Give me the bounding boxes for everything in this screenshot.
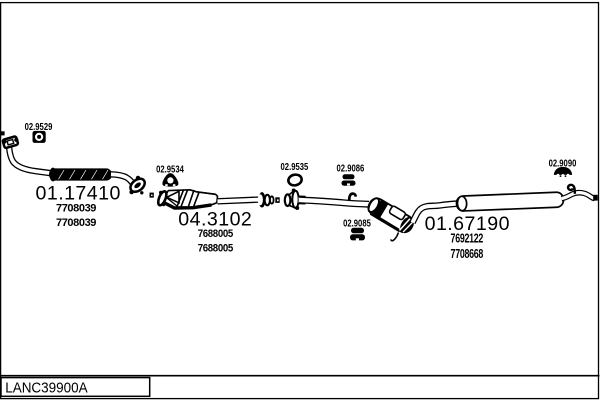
svg-text:02.9086: 02.9086	[337, 162, 365, 173]
svg-text:LANC39900A: LANC39900A	[5, 380, 88, 397]
svg-text:02.9529: 02.9529	[25, 121, 53, 132]
svg-text:7708039: 7708039	[56, 203, 96, 215]
svg-text:01.17410: 01.17410	[36, 182, 121, 204]
svg-text:04.3102: 04.3102	[178, 208, 252, 230]
svg-text:01.67190: 01.67190	[425, 213, 510, 235]
svg-text:7708039: 7708039	[56, 217, 96, 229]
svg-text:7692122: 7692122	[451, 232, 484, 246]
svg-text:02.9090: 02.9090	[549, 157, 577, 168]
svg-text:7688005: 7688005	[198, 243, 234, 255]
svg-text:7708668: 7708668	[451, 248, 484, 262]
svg-text:02.9085: 02.9085	[343, 217, 371, 228]
svg-text:7688005: 7688005	[198, 229, 234, 241]
svg-text:02.9535: 02.9535	[281, 161, 309, 172]
svg-text:02.9534: 02.9534	[156, 163, 184, 174]
